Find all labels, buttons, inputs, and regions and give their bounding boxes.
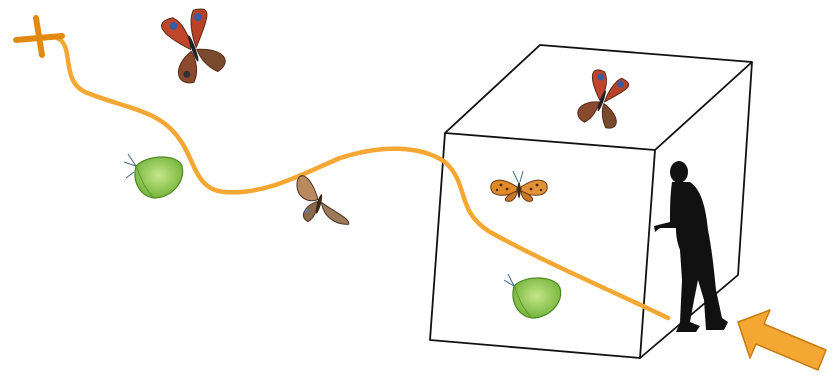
peacock-butterfly-icon [159,5,228,86]
fritillary-butterfly-icon [491,171,548,201]
brown-butterfly-icon [288,175,358,232]
brimstone-butterfly-icon [504,274,561,318]
start-cross-icon [16,18,62,55]
observation-box [430,45,752,358]
direction-arrow-icon [738,310,826,370]
box-front-face [430,133,655,358]
brimstone-butterfly-icon [124,154,183,198]
person-silhouette-icon [654,161,728,332]
peacock-butterfly-icon [575,68,631,133]
